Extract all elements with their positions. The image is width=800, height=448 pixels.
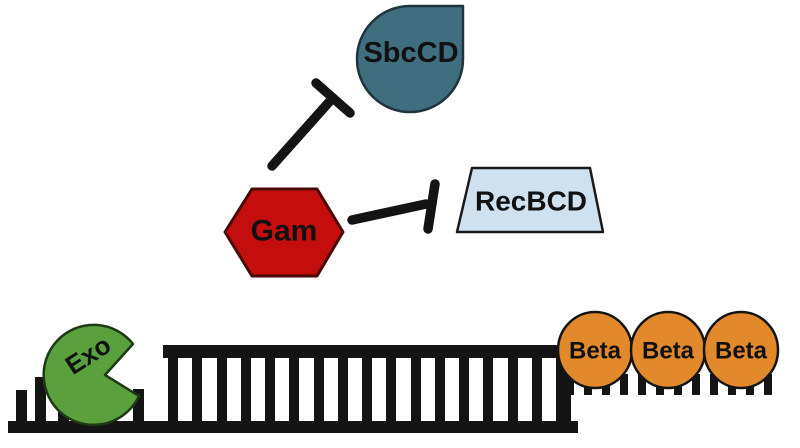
dna-rung	[435, 357, 445, 422]
beta-label: Beta	[569, 338, 622, 365]
beta-clamps: Beta Beta Beta	[556, 310, 780, 390]
dna-stub	[16, 390, 27, 421]
exo-node	[42, 323, 141, 427]
dna-molecule	[8, 345, 772, 433]
dna-bottom-strand	[8, 421, 578, 433]
arrow-shaft	[267, 96, 335, 171]
recbcd-node	[455, 166, 605, 234]
dna-stub	[710, 374, 718, 395]
dna-rung	[508, 357, 518, 422]
inhibition-arrow-gam-recbcd	[347, 179, 440, 234]
dna-rung	[217, 357, 227, 422]
dna-rung	[314, 357, 324, 422]
sbccd-node	[355, 4, 465, 114]
dna-stub	[566, 374, 574, 395]
dna-stub	[764, 374, 772, 395]
beta-label: Beta	[715, 338, 768, 365]
gam-node	[223, 187, 345, 278]
dna-stub	[133, 389, 144, 421]
dna-rung	[483, 357, 493, 422]
dna-rung	[168, 357, 178, 422]
recbcd-label: RecBCD	[475, 186, 587, 217]
dna-rung	[362, 357, 372, 422]
dna-rung	[265, 357, 275, 422]
dna-top-strand	[163, 345, 562, 358]
gam-label: Gam	[251, 215, 318, 248]
dna-stub	[692, 374, 700, 395]
dna-rung	[241, 357, 251, 422]
dna-rung	[411, 357, 421, 422]
beta-label: Beta	[642, 338, 695, 365]
dna-duplex-rungs	[168, 357, 571, 433]
dna-rung	[338, 357, 348, 422]
dna-rung	[386, 357, 396, 422]
dna-rung	[192, 357, 202, 422]
dna-stub	[620, 374, 628, 395]
dna-rung	[459, 357, 469, 422]
inhibitor-bar	[423, 179, 440, 234]
dna-rung	[289, 357, 299, 422]
inhibition-arrow-gam-sbccd	[267, 78, 355, 171]
dna-rung	[532, 357, 542, 422]
dna-stub	[35, 377, 46, 421]
dna-stub	[638, 374, 646, 395]
sbccd-label: SbcCD	[363, 37, 458, 69]
arrow-shaft	[347, 199, 431, 225]
beta-node	[702, 310, 780, 390]
inhibitor-bar	[311, 78, 355, 118]
